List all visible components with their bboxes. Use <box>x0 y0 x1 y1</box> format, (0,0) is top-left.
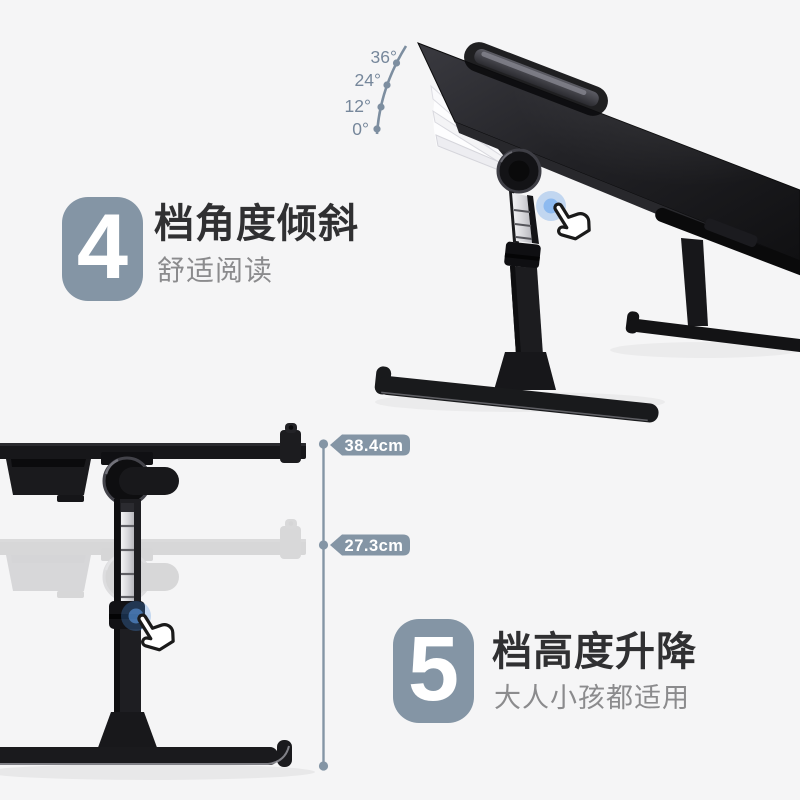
front-foot <box>374 366 659 423</box>
front-view-stand-photo <box>0 421 315 780</box>
board-ledge <box>655 207 800 278</box>
measure-dot-top <box>318 439 329 449</box>
angle-scale: 36° 24° 12° 0° <box>345 45 408 139</box>
tilt-hinge <box>496 148 542 194</box>
angle-label-36: 36° <box>371 47 397 67</box>
feature-number-badge-5: 5 <box>393 619 474 723</box>
feature-number-badge-4: 4 <box>62 197 143 301</box>
tilted-stand-photo: 36° 24° 12° 0° <box>345 42 800 423</box>
measure-tag-label: 38.4cm <box>345 437 404 455</box>
angle-label-0: 0° <box>352 119 369 139</box>
angle-dot-36 <box>392 59 401 67</box>
table-top-assembly <box>0 421 308 559</box>
lift-column <box>109 499 145 729</box>
angle-dot-24 <box>383 81 391 89</box>
angle-dot-0 <box>373 125 381 133</box>
measure-dot-bottom <box>318 761 329 771</box>
angle-label-12: 12° <box>345 96 371 116</box>
front-leg-column <box>494 191 556 390</box>
shadow <box>0 764 315 780</box>
tilt-clamp <box>504 241 541 269</box>
measure-dot-mid <box>318 540 329 550</box>
measure-tag-max-height: 38.4cm <box>330 434 410 456</box>
angle-dot-12 <box>377 103 385 111</box>
height-measure: 38.4cm 27.3cm <box>318 434 410 771</box>
handle-slot <box>464 42 608 116</box>
measure-tag-label: 27.3cm <box>345 537 404 555</box>
feature-subtitle-tilt: 舒适阅读 <box>157 255 274 286</box>
lift-foot <box>0 712 292 767</box>
angle-label-24: 24° <box>355 70 381 90</box>
measure-tag-min-height: 27.3cm <box>330 534 410 556</box>
feature-title-tilt: 档角度倾斜 <box>154 202 359 246</box>
feature-title-lift: 档高度升降 <box>492 630 697 674</box>
angle-arc <box>375 45 408 135</box>
rear-foot <box>625 311 800 353</box>
feature-subtitle-lift: 大人小孩都适用 <box>494 683 690 713</box>
rear-leg-column <box>681 238 708 326</box>
